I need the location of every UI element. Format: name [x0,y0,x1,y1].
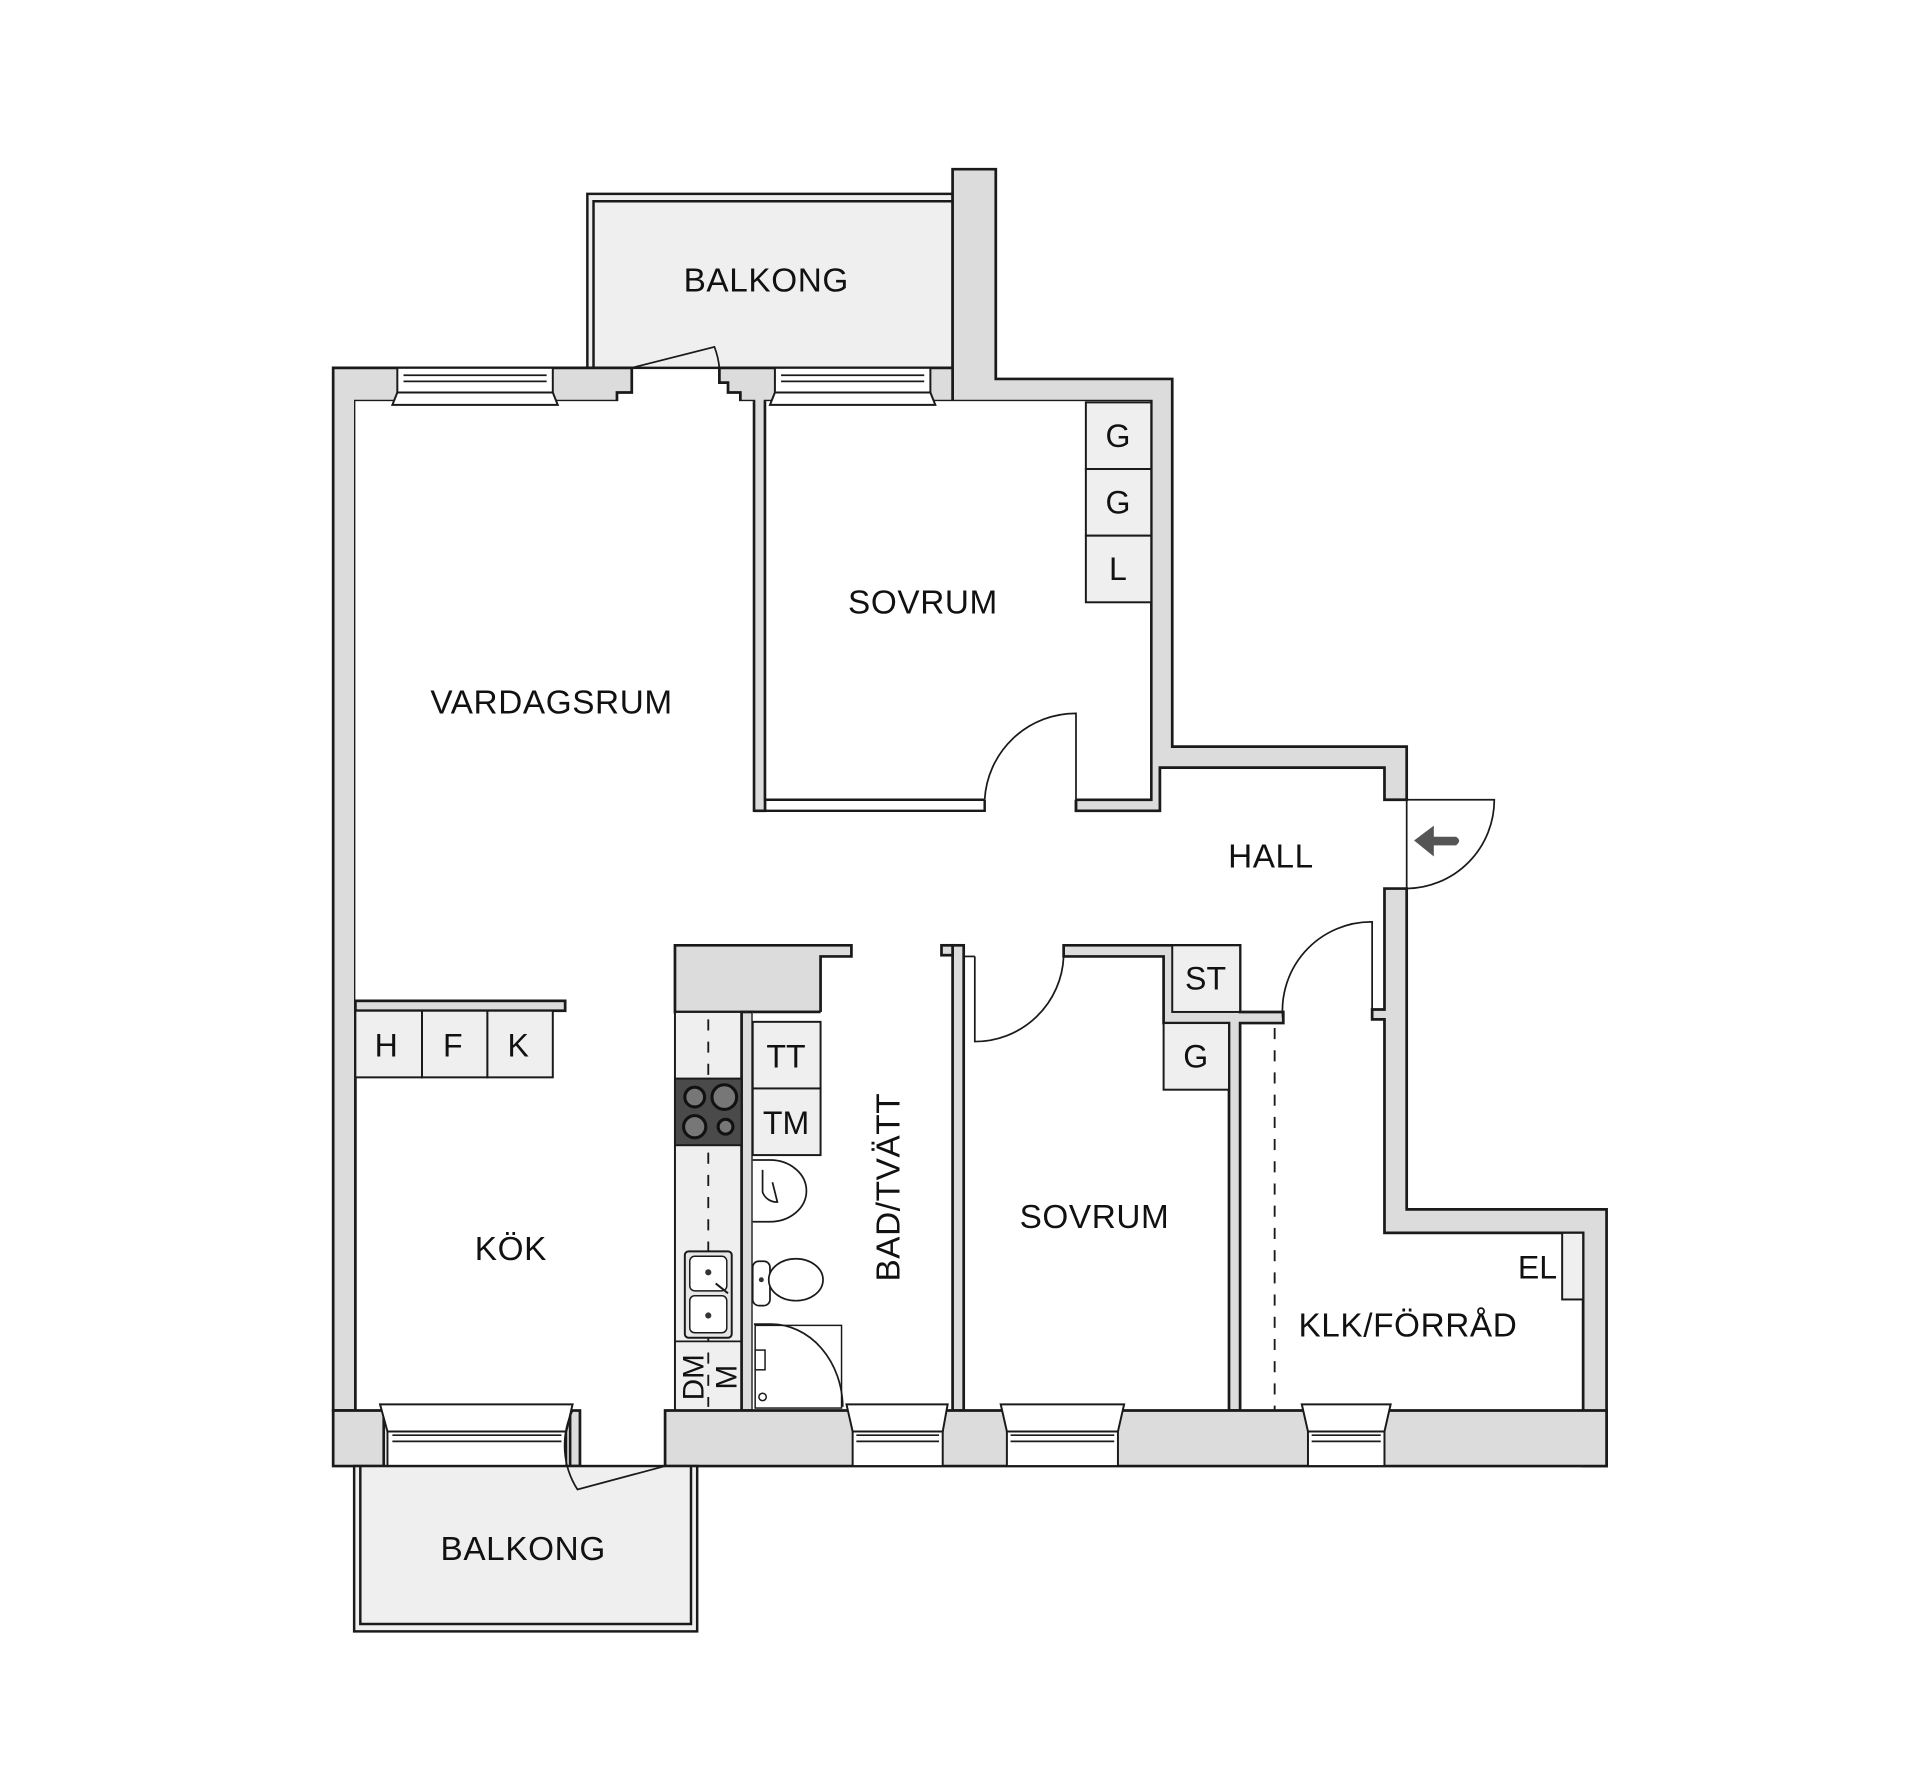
wardrobe-g1-label: G [1105,418,1130,454]
microwave-m-label: M [711,1365,744,1390]
door-sovrum-bottom [973,956,1065,1043]
door-sovrum-top [983,712,1077,800]
wall-bottom [331,1409,386,1468]
wall-bath-sovrum [951,943,966,1412]
wall-sovrum-bottom-top [1062,943,1285,1412]
washer-tm-label: TM [763,1105,809,1141]
room-label-sovrum-top: SOVRUM [848,584,998,621]
room-label-vardagsrum: VARDAGSRUM [430,684,672,721]
dishwasher-microwave: DM M [674,1340,744,1400]
room-label-balkong-bottom: BALKONG [441,1531,606,1568]
room-label-klk-forrad: KLK/FÖRRÅD [1298,1307,1517,1344]
dryer-tt-label: TT [766,1038,805,1074]
entrance-door[interactable] [1406,798,1496,890]
window-vardagsrum [390,366,560,406]
storage-st-label: ST [1185,961,1226,997]
room-label-kok: KÖK [475,1231,547,1268]
door-balcony-bottom [563,1410,666,1491]
shower-icon [753,1323,844,1409]
door-klk [1281,921,1373,1024]
freezer-f-label: F [443,1027,463,1063]
wardrobe-column-top: G G L [1084,401,1153,604]
kitchen-sink-icon [683,1250,733,1339]
washbasin-icon [752,1159,808,1223]
wardrobe-g2-label: G [1105,484,1130,520]
wall-kitchen-divider [354,999,567,1013]
dishwasher-dm-label: DM [677,1354,710,1400]
linen-l-label: L [1109,551,1127,587]
stove-icon [673,1077,743,1147]
room-label-sovrum-bottom: SOVRUM [1020,1199,1170,1236]
door-balcony-top [631,345,721,369]
electrical-el-label: EL [1518,1249,1557,1285]
window-klk [1300,1403,1392,1468]
fridge-k-label: K [508,1027,530,1063]
entrance-arrow-icon [1414,825,1460,857]
window-sovrum-bottom [999,1403,1126,1468]
storage-cabinets: ST G [1162,944,1242,1091]
window-kok [378,1403,574,1468]
room-label-balkong-top: BALKONG [684,262,849,299]
kitchen-appliances-left: H F K [354,1009,554,1079]
room-label-bad-tvatt: BAD/TVÄTT [871,1093,908,1282]
hood-h-label: H [375,1027,398,1063]
wardrobe-g3-label: G [1183,1038,1208,1074]
window-sovrum-top [768,366,937,406]
toilet-icon [751,1257,824,1307]
vardagsrum-floor [355,401,754,1000]
room-label-hall: HALL [1228,839,1314,876]
balcony-bottom [352,1464,699,1633]
wall-hall-right [1370,887,1608,1468]
wall-kitchen-bath [673,943,853,1014]
window-bath [845,1403,949,1468]
balcony-top [586,192,954,370]
laundry-machines: TT TM [751,1020,822,1157]
electrical-panel [1561,1231,1585,1301]
